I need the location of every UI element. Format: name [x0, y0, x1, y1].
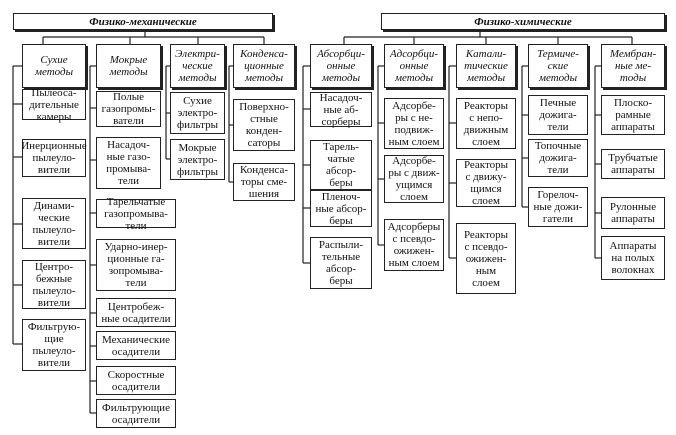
item-hollow-fiber-apparatus: Аппараты на полых волокнах — [601, 236, 665, 280]
item-inertial-dust-collectors: Инерционные пылеуло- вители — [21, 139, 87, 177]
category-catalytic-methods: Катали- тические методы — [456, 44, 516, 88]
item-dust-settling-chambers: Пылеоса- дительные камеры — [22, 87, 86, 123]
item-centrifugal-dust-collectors: Центро- бежные пылеуло- вители — [22, 260, 86, 309]
item-hollow-gas-scrubbers: Полые газопромы- ватели — [96, 91, 161, 127]
item-spiral-wound-apparatus: Рулонные аппараты — [601, 197, 665, 229]
item-centrifugal-settlers: Центробеж- ные осадители — [96, 298, 176, 327]
item-fixed-bed-reactors: Реакторы с непо- движным слоем — [456, 98, 516, 149]
category-condensation-methods: Конденса- ционные методы — [233, 44, 295, 88]
item-wet-electrofilters: Мокрые электро- фильтры — [170, 139, 225, 180]
item-dynamic-dust-collectors: Динами- ческие пылеуло- вители — [22, 198, 86, 249]
category-membrane-methods: Мембран- ные ме- тоды — [601, 44, 665, 88]
item-tray-absorbers: Тарель- чатые абсор- беры — [310, 140, 372, 190]
item-packed-gas-scrubbers: Насадоч- ные газо- промыва- тели — [96, 137, 161, 189]
item-dry-electrofilters: Сухие электро- фильтры — [170, 92, 225, 134]
item-plate-frame-apparatus: Плоско- рамные аппараты — [601, 95, 665, 135]
category-electrical-methods: Электри- ческие методы — [170, 44, 225, 88]
item-spray-absorbers: Распыли- тельные абсор- беры — [310, 237, 372, 289]
item-impact-inertial-scrubbers: Ударно-инер- ционные га- зопромыва- тели — [96, 239, 176, 291]
item-high-speed-settlers: Скоростные осадители — [96, 366, 176, 395]
category-adsorption-methods: Адсорбци- онные методы — [384, 44, 444, 88]
item-filtering-settlers: Фильтрующие осадители — [96, 399, 176, 428]
item-tray-gas-scrubbers: Тарельчатые газопромыва- тели — [96, 196, 176, 232]
item-packed-absorbers: Насадоч- ные аб- сорберы — [310, 92, 372, 128]
item-furnace-afterburners: Печные дожига- тели — [528, 95, 588, 135]
item-tubular-apparatus: Трубчатые аппараты — [601, 149, 665, 179]
group-title-mechanical: Физико-механические — [13, 13, 273, 30]
item-fluidized-bed-adsorbers: Адсорберы с псевдо- ожижен- ным слоем — [384, 219, 444, 271]
item-fixed-bed-adsorbers: Адсорбе- ры с не- подвиж- ным слоем — [384, 98, 444, 149]
category-absorption-methods: Абсорбци- онные методы — [310, 44, 372, 88]
category-dry-methods: Сухие методы — [22, 44, 86, 88]
item-surface-condensers: Поверхно- стные конден- саторы — [233, 99, 295, 151]
group-title-chemical: Физико-химические — [381, 13, 665, 30]
item-firebox-afterburners: Топочные дожига- тели — [528, 139, 588, 177]
item-mechanical-settlers: Механические осадители — [96, 331, 176, 360]
item-burner-afterburners: Горелоч- ные дожи- гатели — [528, 187, 588, 227]
category-thermal-methods: Термиче- ские методы — [528, 44, 588, 88]
item-film-absorbers: Пленоч- ные абсор- беры — [310, 190, 372, 227]
category-wet-methods: Мокрые методы — [96, 44, 161, 88]
item-fluidized-bed-reactors: Реакторы с псевдо- ожижен- ным слоем — [456, 223, 516, 294]
item-moving-bed-reactors: Реакторы с движу- щимся слоем — [456, 159, 516, 207]
item-moving-bed-adsorbers: Адсорбе- ры с движ- ущимся слоем — [384, 155, 444, 203]
item-filtering-dust-collectors: Фильтрую- щие пылеуло- вители — [22, 319, 86, 371]
item-mixing-condensers: Конденса- торы сме- шения — [233, 163, 295, 201]
